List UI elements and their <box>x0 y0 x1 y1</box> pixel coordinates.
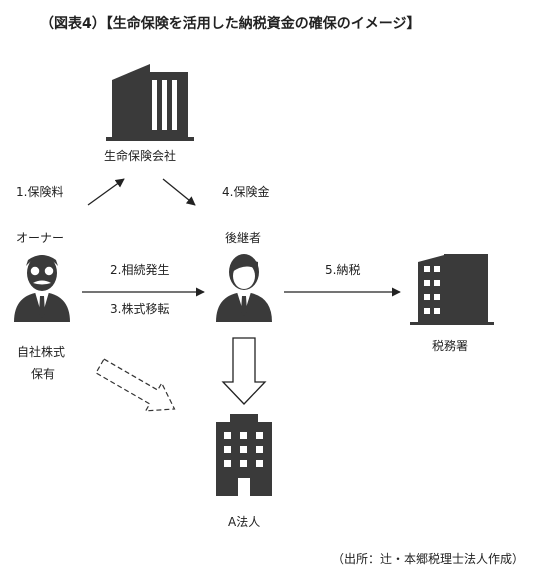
inheritance-label: 2.相続発生 <box>110 263 170 277</box>
premium-label: 1.保険料 <box>16 185 64 199</box>
successor-label: 後継者 <box>225 231 262 245</box>
source-caption: （出所：辻・本郷税理士法人作成） <box>331 552 524 566</box>
payout-arrow <box>162 178 196 206</box>
corporate-building-icon <box>216 414 272 496</box>
tax-office-label: 税務署 <box>432 339 469 353</box>
shareholding-dashed-arrow <box>95 358 176 412</box>
businessman-mustache-icon <box>14 255 70 322</box>
corporation-label: A法人 <box>228 515 261 529</box>
insurer-label: 生命保険会社 <box>104 149 177 163</box>
share-transfer-label: 3.株式移転 <box>110 302 170 316</box>
tax-office-building-icon <box>410 254 494 325</box>
tax-payment-label: 5.納税 <box>325 263 361 277</box>
owner-label: オーナー <box>16 231 65 245</box>
page-title: （図表4）【生命保険を活用した納税資金の確保のイメージ】 <box>40 16 421 32</box>
office-building-icon <box>106 64 194 141</box>
premium-arrow <box>87 178 125 206</box>
owner-note-line2: 保有 <box>31 367 56 381</box>
owner-note-line1: 自社株式 <box>17 345 66 359</box>
control-down-arrow <box>221 337 267 405</box>
payout-label: 4.保険金 <box>222 185 270 199</box>
businessman-icon <box>216 254 272 322</box>
